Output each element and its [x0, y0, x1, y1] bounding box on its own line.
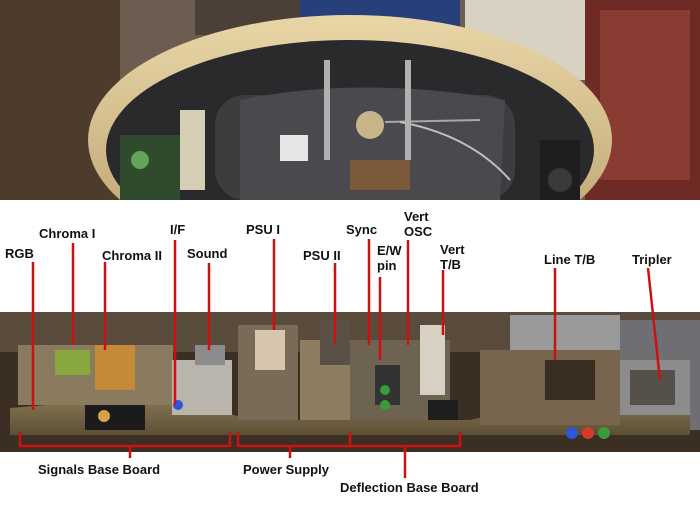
label-deflection-base-board: Deflection Base Board — [340, 480, 479, 495]
label-signals-base-board: Signals Base Board — [38, 462, 161, 477]
bottom-photo — [0, 312, 700, 452]
label-sync: Sync — [346, 222, 378, 237]
label-ew-pin: E/W pin — [377, 243, 402, 273]
label-rgb: RGB — [5, 246, 34, 261]
label-psu-1: PSU I — [246, 222, 280, 237]
label-tripler: Tripler — [632, 252, 672, 267]
label-chroma-1: Chroma I — [39, 226, 96, 241]
label-line-tb: Line T/B — [544, 252, 596, 267]
label-vert-osc: Vert OSC — [404, 209, 433, 239]
label-sound: Sound — [187, 246, 228, 261]
label-vert-tb: Vert T/B — [440, 242, 465, 272]
label-power-supply: Power Supply — [243, 462, 329, 477]
callout-lines — [18, 239, 662, 478]
top-photo — [0, 0, 700, 265]
label-psu-2: PSU II — [303, 248, 341, 263]
label-if: I/F — [170, 222, 186, 237]
label-chroma-2: Chroma II — [102, 248, 162, 263]
